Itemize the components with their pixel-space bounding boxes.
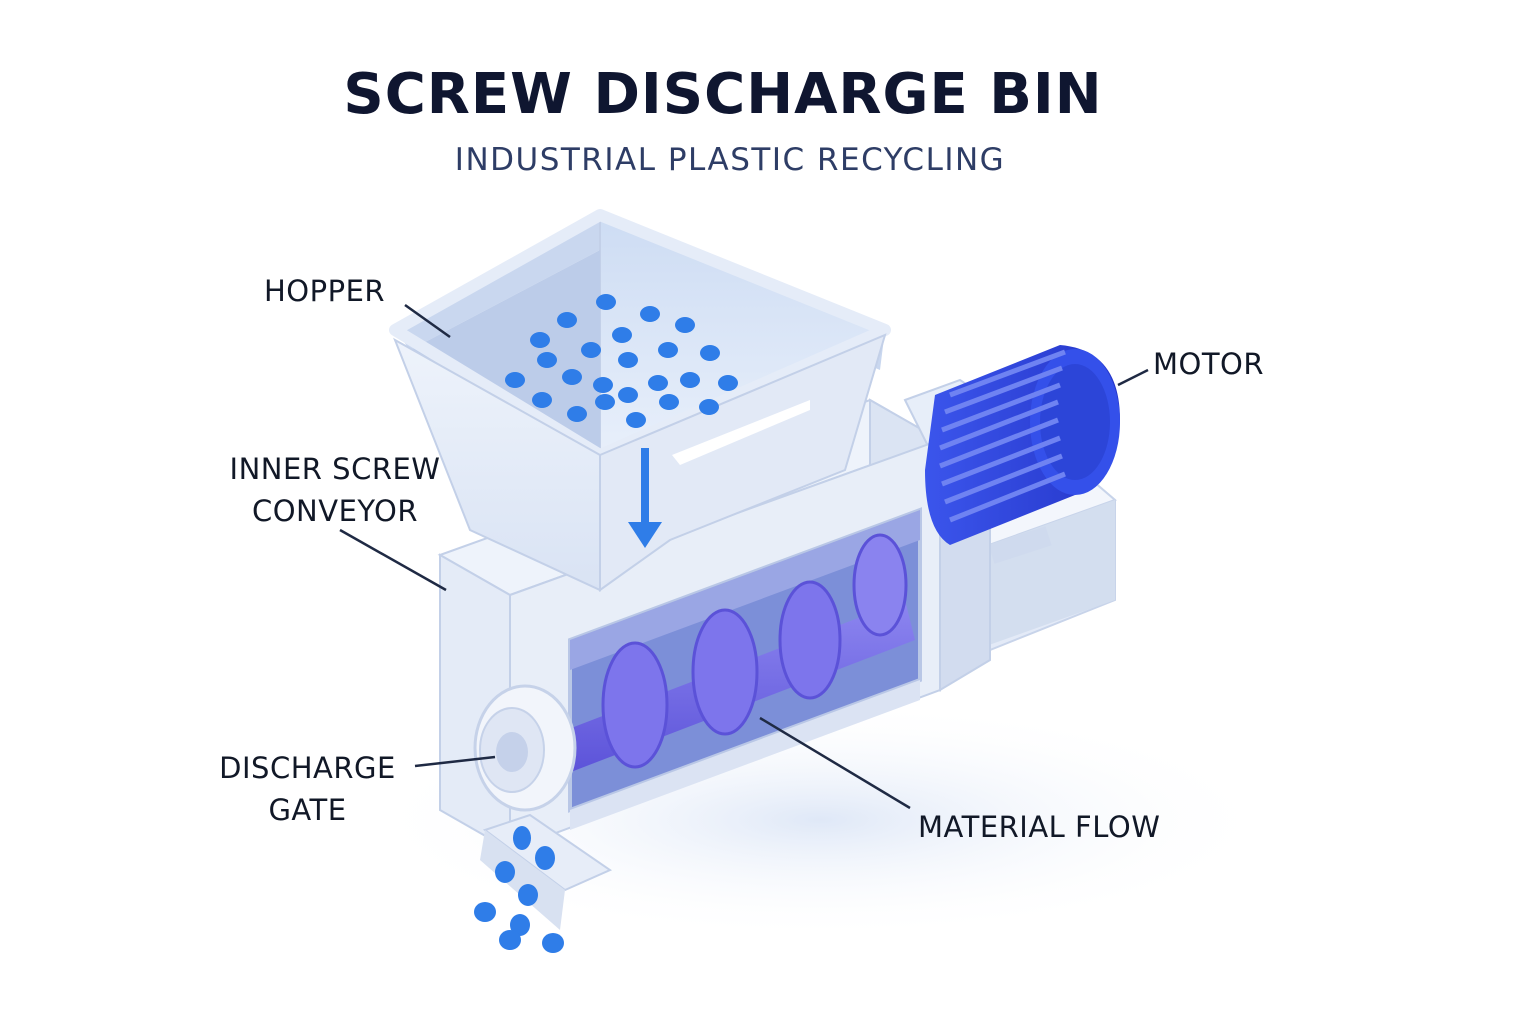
discharge-gate-label-line1: DISCHARGE [219, 751, 396, 785]
inner-screw-label-line2: CONVEYOR [251, 494, 419, 529]
discharge-gate [473, 684, 577, 812]
motor-label: MOTOR [1153, 347, 1265, 381]
arrow-down-icon [628, 448, 662, 548]
hopper-label: HOPPER [264, 274, 386, 308]
material-flow-label: MATERIAL FLOW [918, 810, 1161, 844]
screw-conveyor [540, 533, 915, 780]
hopper-pellets [505, 294, 738, 428]
discharge-gate-label: DISCHARGE GATE [205, 747, 410, 831]
material-flow-leader [759, 716, 911, 810]
diagram-subtitle: INDUSTRIAL PLASTIC RECYCLING [454, 142, 1006, 178]
inner-screw-conveyor-label: INNER SCREW CONVEYOR [215, 448, 455, 532]
inner-screw-leader [339, 528, 447, 592]
leader-lines [339, 303, 1149, 810]
motor [925, 345, 1120, 545]
diagram-title: SCREW DISCHARGE BIN [343, 62, 1103, 127]
motor-leader [1117, 368, 1149, 387]
discharge-gate-label-line2: GATE [268, 793, 347, 828]
discharge-gate-leader [414, 755, 496, 768]
inner-screw-label-line1: INNER SCREW [229, 452, 441, 486]
hopper-leader [404, 303, 451, 339]
falling-pellets [474, 826, 564, 953]
